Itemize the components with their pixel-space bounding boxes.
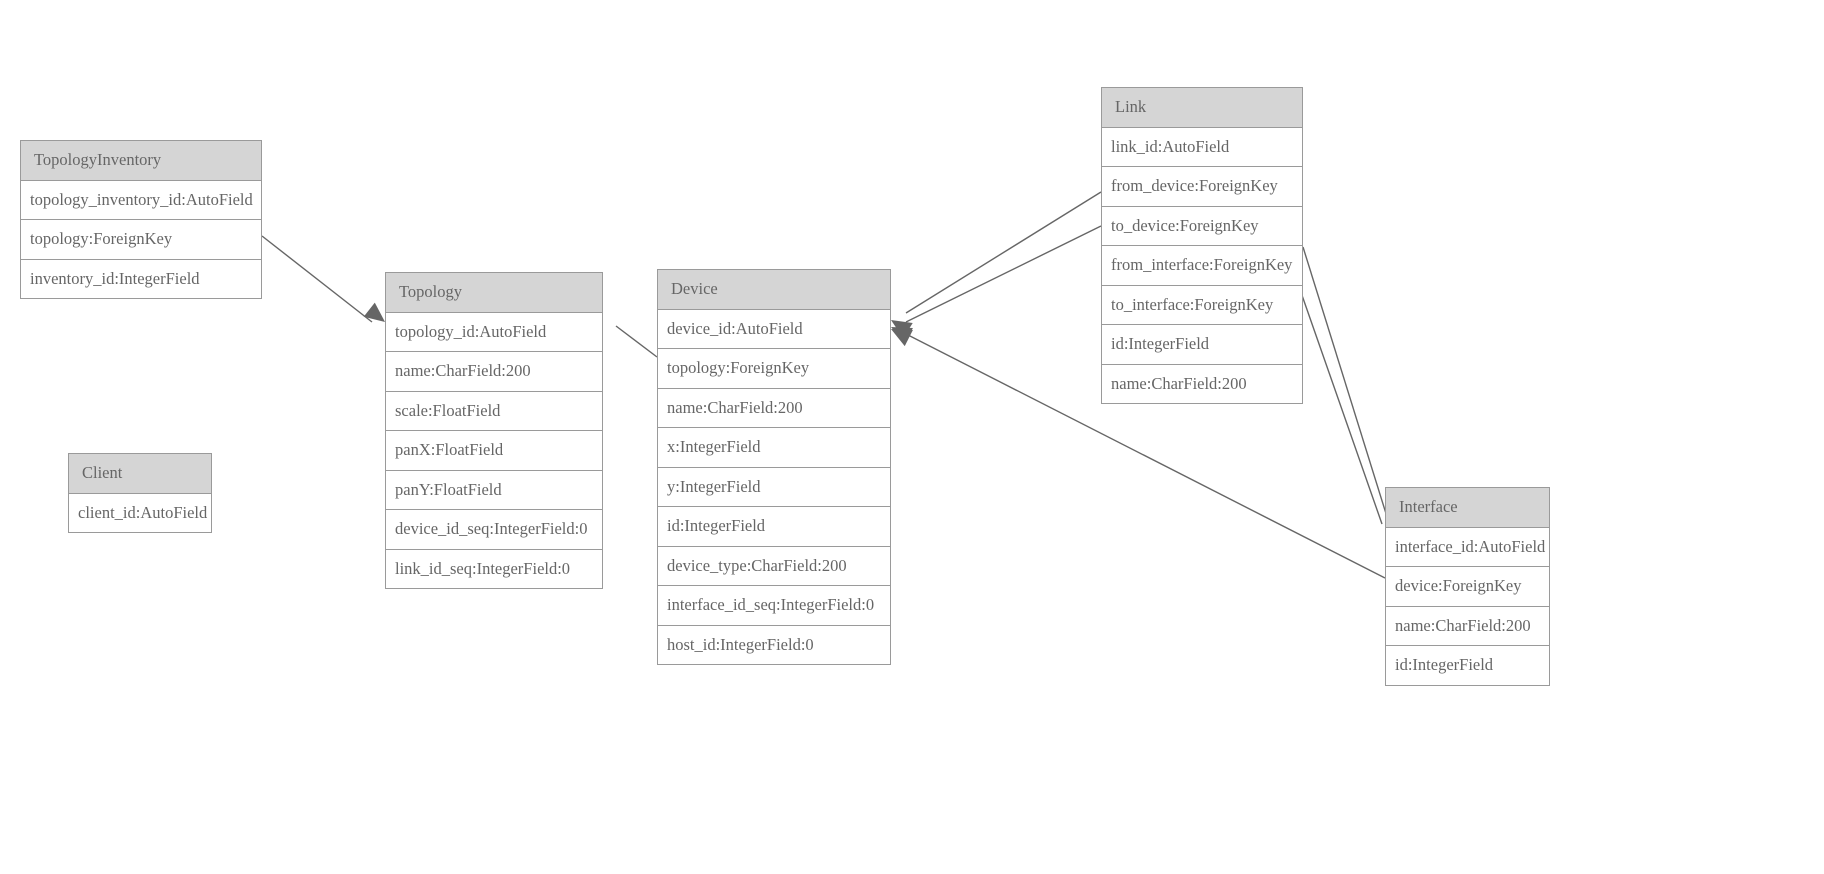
- entity-field-row[interactable]: device_id_seq:IntegerField:0: [386, 510, 602, 550]
- entity-field-row[interactable]: name:CharField:200: [658, 388, 890, 428]
- entity-field-row[interactable]: panX:FloatField: [386, 431, 602, 471]
- entity-field-row[interactable]: link_id_seq:IntegerField:0: [386, 549, 602, 588]
- entity-field-row[interactable]: interface_id_seq:IntegerField:0: [658, 586, 890, 626]
- entity-field-row[interactable]: to_interface:ForeignKey: [1102, 285, 1302, 325]
- relationship-edge-link-to-device: [905, 225, 1102, 323]
- entity-field-row[interactable]: panY:FloatField: [386, 470, 602, 510]
- entity-field-row[interactable]: name:CharField:200: [1102, 364, 1302, 403]
- entity-title-link: Link: [1102, 88, 1302, 128]
- entity-field-row[interactable]: id:IntegerField: [658, 507, 890, 547]
- entity-title-device: Device: [658, 270, 890, 310]
- entity-field-row[interactable]: host_id:IntegerField:0: [658, 625, 890, 664]
- entity-title-topology_inventory: TopologyInventory: [21, 141, 261, 181]
- entity-field-row[interactable]: name:CharField:200: [386, 352, 602, 392]
- relationship-edge-topologyinventory-topology: [261, 235, 373, 323]
- entity-field-row[interactable]: from_interface:ForeignKey: [1102, 246, 1302, 286]
- entity-field-row[interactable]: client_id:AutoField: [69, 493, 211, 532]
- entity-field-row[interactable]: topology:ForeignKey: [658, 349, 890, 389]
- entity-field-row[interactable]: interface_id:AutoField: [1386, 527, 1549, 567]
- relationship-edge-link-to-interface: [1296, 280, 1383, 525]
- entity-field-row[interactable]: inventory_id:IntegerField: [21, 259, 261, 298]
- entity-field-row[interactable]: id:IntegerField: [1386, 646, 1549, 685]
- entity-field-row[interactable]: topology_inventory_id:AutoField: [21, 180, 261, 220]
- entity-field-row[interactable]: device_id:AutoField: [658, 309, 890, 349]
- entity-field-row[interactable]: to_device:ForeignKey: [1102, 206, 1302, 246]
- entity-field-row[interactable]: id:IntegerField: [1102, 325, 1302, 365]
- entity-field-row[interactable]: device_type:CharField:200: [658, 546, 890, 586]
- entity-field-row[interactable]: y:IntegerField: [658, 467, 890, 507]
- entity-field-row[interactable]: topology_id:AutoField: [386, 312, 602, 352]
- entity-title-interface: Interface: [1386, 488, 1549, 528]
- entity-field-row[interactable]: name:CharField:200: [1386, 606, 1549, 646]
- relationship-edge-link-from-interface: [1302, 246, 1389, 521]
- entity-field-row[interactable]: link_id:AutoField: [1102, 127, 1302, 167]
- entity-title-topology: Topology: [386, 273, 602, 313]
- entity-field-row[interactable]: topology:ForeignKey: [21, 220, 261, 260]
- entity-field-row[interactable]: x:IntegerField: [658, 428, 890, 468]
- entity-title-client: Client: [69, 454, 211, 494]
- relationship-edge-device-topology: [615, 325, 658, 358]
- entity-field-row[interactable]: from_device:ForeignKey: [1102, 167, 1302, 207]
- entity-field-row[interactable]: scale:FloatField: [386, 391, 602, 431]
- relationship-edge-link-from-device: [905, 191, 1102, 314]
- entity-field-row[interactable]: device:ForeignKey: [1386, 567, 1549, 607]
